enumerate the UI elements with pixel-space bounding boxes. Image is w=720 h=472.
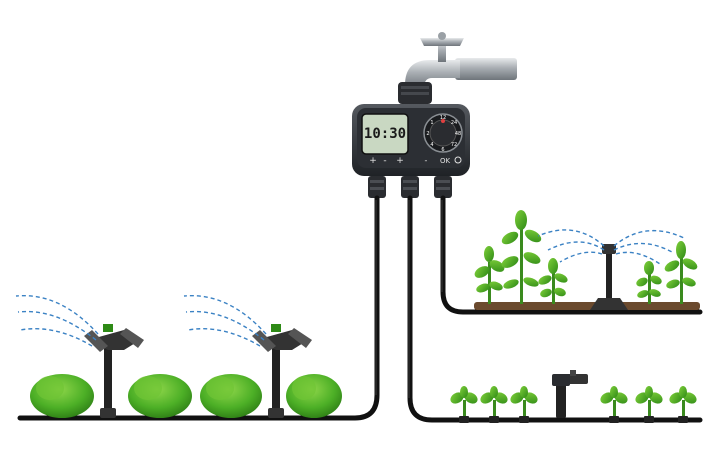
drip-emitters	[459, 416, 688, 423]
seedling	[450, 386, 478, 418]
seedling	[480, 386, 508, 418]
plant	[501, 210, 542, 304]
bush	[286, 374, 342, 418]
dial-label: 1	[430, 120, 433, 126]
seedling-row	[450, 386, 697, 418]
bush	[30, 374, 94, 418]
dial-label: 12	[440, 115, 446, 121]
plant	[538, 258, 568, 304]
bushes-row	[30, 374, 342, 418]
sprinkler-icon	[590, 244, 628, 310]
seedling	[635, 386, 663, 418]
plus-button[interactable]: +	[369, 156, 377, 166]
sprinkler-icon	[252, 324, 312, 418]
minus-button[interactable]: -	[383, 156, 386, 166]
dial-label: 24	[451, 120, 457, 126]
power-icon[interactable]	[454, 156, 462, 164]
plant	[636, 261, 662, 304]
dial-label: 6	[441, 147, 444, 153]
seedling	[669, 386, 697, 418]
bush	[128, 374, 192, 418]
dial-label: 72	[451, 142, 457, 148]
sprinkler-icon	[84, 324, 144, 418]
plant	[664, 241, 698, 304]
bush	[200, 374, 262, 418]
ok-button[interactable]: OK	[440, 157, 451, 165]
lcd-screen	[361, 113, 409, 155]
faucet-icon	[398, 32, 517, 104]
schedule-dial[interactable]: 12 24 48 72 6 4 2 1	[423, 113, 463, 153]
water-spray	[537, 229, 685, 265]
water-spray	[15, 294, 267, 347]
minus-dial-button[interactable]: -	[425, 156, 428, 165]
dial-label: 48	[455, 131, 461, 137]
seedling	[510, 386, 538, 418]
plant-row-top	[474, 210, 698, 304]
dial-label: 4	[430, 142, 433, 148]
seedling	[600, 386, 628, 418]
timer-outlets	[368, 176, 452, 198]
plus-button-right[interactable]: +	[396, 156, 404, 166]
plant	[474, 246, 505, 304]
soil-bed	[474, 302, 700, 310]
irrigation-timer: 10:30 + - + 12 24 48 72 6 4 2 1 - OK	[352, 104, 470, 198]
dial-label: 2	[426, 131, 429, 137]
lcd-time: 10:30	[364, 126, 406, 142]
valve-icon[interactable]	[552, 370, 588, 418]
pipes	[17, 195, 703, 423]
